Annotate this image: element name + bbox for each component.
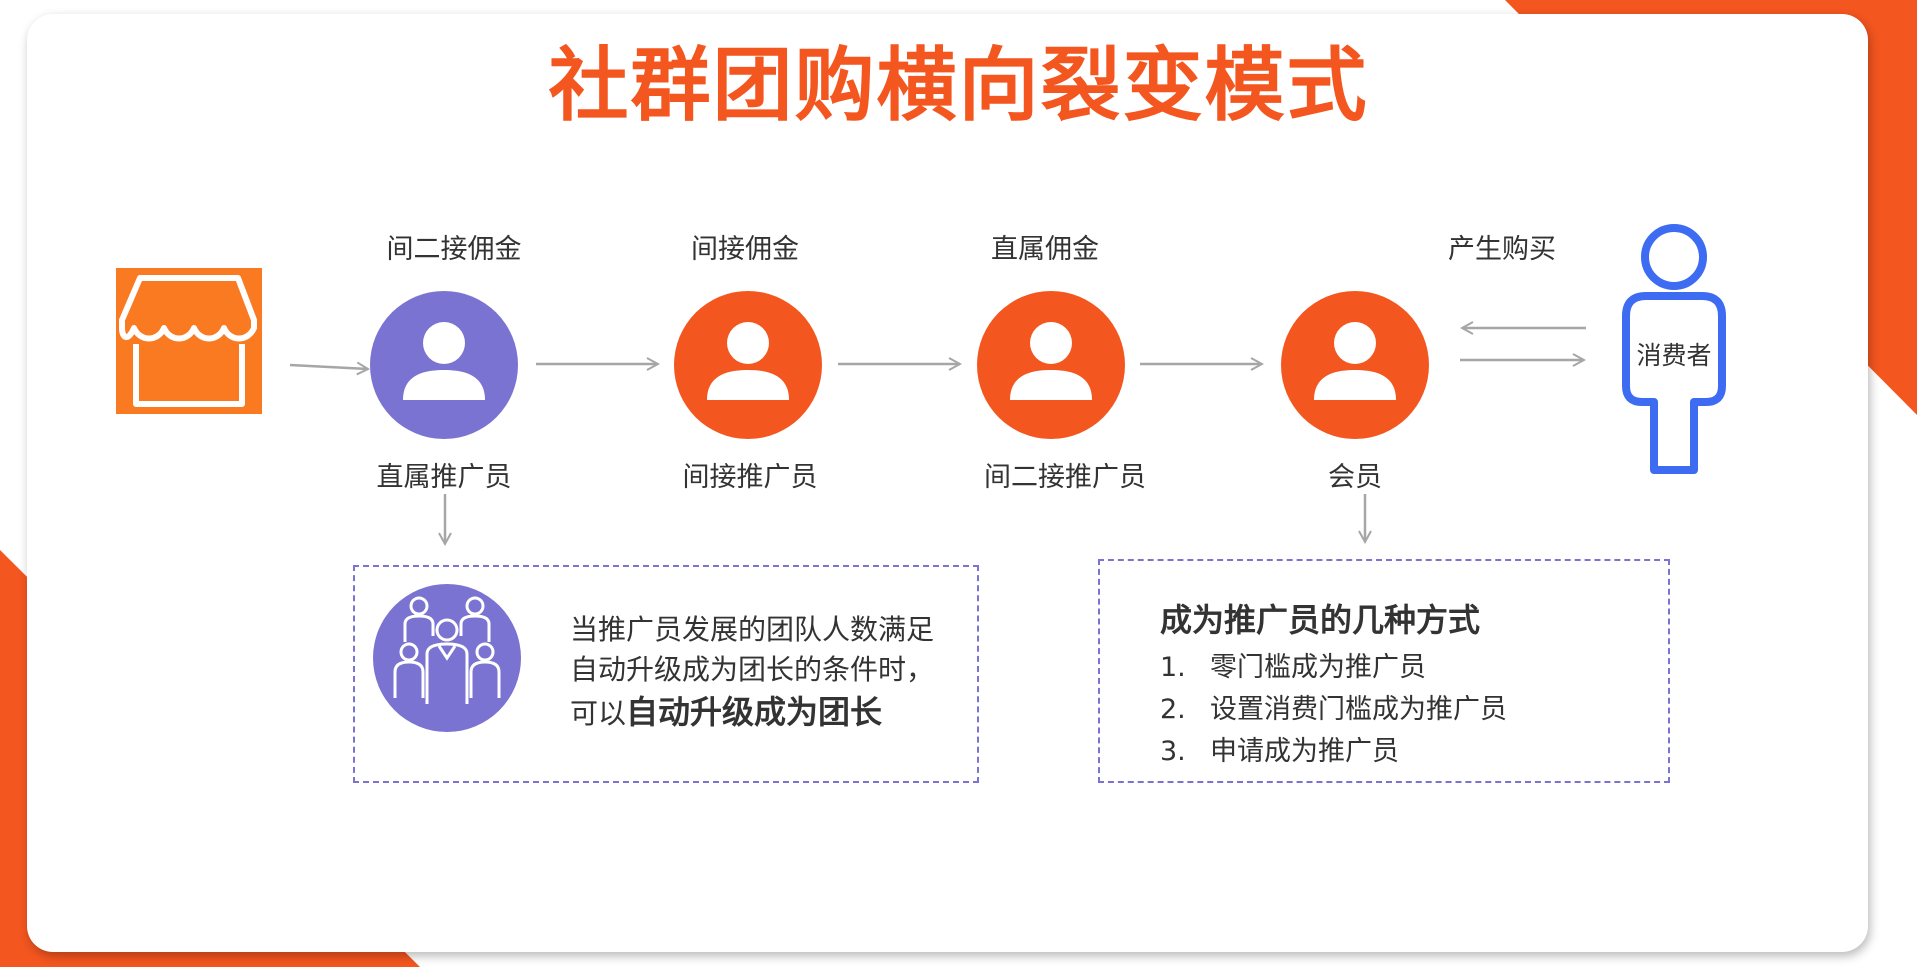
role-label-indirect-promoter: 间接推广员 [682,462,818,493]
list-item-text: 申请成为推广员 [1210,736,1399,767]
node-4-circle [1281,291,1429,439]
list-item-text: 零门槛成为推广员 [1210,652,1426,683]
promoter-methods-heading: 成为推广员的几种方式 [1160,601,1481,639]
commission-label-3: 直属佣金 [991,234,1099,265]
list-item: 1. 零门槛成为推广员 [1160,648,1426,688]
list-item-number: 1. [1160,652,1186,683]
team-group-icon [373,584,521,732]
list-item-text: 设置消费门槛成为推广员 [1210,694,1507,725]
list-item-number: 3. [1160,736,1186,767]
content-card [27,14,1868,952]
node-indirect-promoter-icon [674,291,822,439]
upgrade-condition-line-1: 当推广员发展的团队人数满足 [570,613,935,646]
node-1-circle [370,291,518,439]
page-title: 社群团购横向裂变模式 [548,39,1369,132]
commission-label-2: 间接佣金 [691,234,799,265]
consumer-icon [1622,224,1726,474]
upgrade-condition-line-3: 可以自动升级成为团长 [570,692,882,734]
auto-upgrade-box [353,565,979,783]
list-item: 3. 申请成为推广员 [1160,732,1399,772]
store-icon [116,268,262,414]
node-2-circle [674,291,822,439]
upgrade-condition-line-2: 自动升级成为团长的条件时， [570,653,935,686]
role-label-member: 会员 [1328,462,1382,493]
node-member-icon [1281,291,1429,439]
list-item: 2. 设置消费门槛成为推广员 [1160,690,1507,730]
purchase-label: 产生购买 [1448,234,1556,265]
upgrade-prefix: 可以 [570,697,627,730]
consumer-label: 消费者 [1636,341,1712,370]
node-second-indirect-promoter-icon [977,291,1125,439]
upgrade-highlight: 自动升级成为团长 [626,693,883,731]
node-3-circle [977,291,1125,439]
arrow-store-to-node1 [289,365,368,369]
node-direct-promoter-icon [370,291,518,439]
commission-label-1: 间二接佣金 [386,234,522,265]
role-label-direct-promoter: 直属推广员 [376,462,512,493]
promoter-methods-box [1098,559,1670,783]
list-item-number: 2. [1160,694,1186,725]
role-label-second-indirect-promoter: 间二接推广员 [984,462,1146,493]
